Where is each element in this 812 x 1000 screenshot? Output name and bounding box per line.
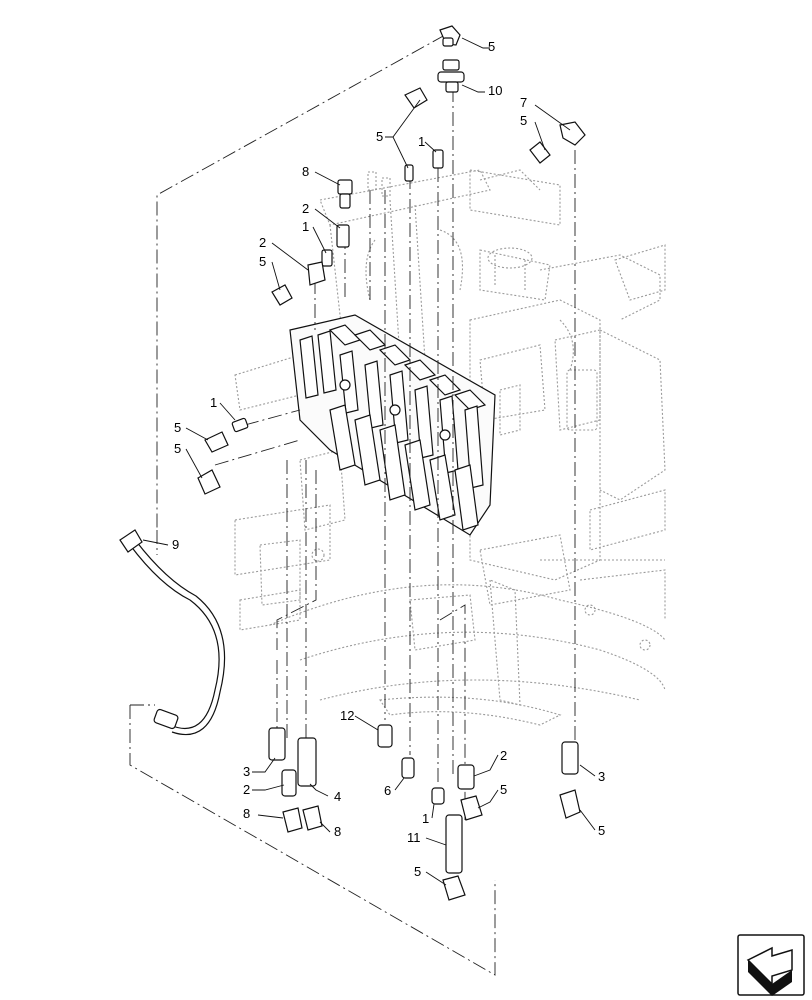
- callout-4: 4: [334, 789, 341, 804]
- check-valve-4: [297, 737, 317, 787]
- callout-8-top: 8: [302, 164, 309, 179]
- ghost-chassis: [234, 169, 666, 726]
- callout-5-mid: 5: [174, 420, 181, 435]
- adapter-fitting-2-upper: [336, 224, 350, 248]
- adapter-2-lower-left: [281, 769, 297, 797]
- elbow-fitting-upper-left: [404, 87, 428, 182]
- elbow-5-low: [197, 469, 221, 495]
- callout-7: 7: [520, 95, 527, 110]
- callout-9: 9: [172, 537, 179, 552]
- connector-1-left: [321, 249, 333, 267]
- elbow-2-left: [307, 261, 326, 286]
- callout-10: 10: [488, 83, 502, 98]
- pipe-11: [445, 814, 463, 874]
- callout-5-upper: 5: [376, 129, 383, 144]
- callout-8-lower-left: 8: [243, 806, 250, 821]
- check-valve-3-right: [561, 741, 579, 775]
- callout-5-top: 5: [488, 39, 495, 54]
- straight-connector: [432, 149, 444, 169]
- callout-8-lower-right: 8: [334, 824, 341, 839]
- callout-2-left: 2: [259, 235, 266, 250]
- connector-1-mid: [231, 417, 249, 433]
- callout-1-mid: 1: [210, 395, 217, 410]
- callout-2-lower-right: 2: [500, 748, 507, 763]
- lower-fittings: [268, 724, 581, 901]
- callout-12: 12: [340, 708, 354, 723]
- leader-lines: [142, 37, 596, 886]
- elbow-fitting-right: [529, 121, 586, 164]
- assembly-lines: [129, 34, 576, 976]
- arrow-nav-icon[interactable]: [737, 934, 805, 996]
- fitting-8-lower-right: [302, 805, 323, 831]
- callout-5-low: 5: [174, 441, 181, 456]
- callout-1-top: 1: [418, 134, 425, 149]
- fitting-8-lower-left: [282, 807, 303, 833]
- control-valve-block: [289, 314, 496, 536]
- elbow-5-lower-mid: [460, 795, 483, 821]
- callout-2-top: 2: [302, 201, 309, 216]
- elbow-5-bottom: [442, 875, 466, 901]
- hydraulic-hose: [119, 529, 226, 736]
- elbow-5-mid: [204, 431, 229, 453]
- callout-2-lower-left: 2: [243, 782, 250, 797]
- tee-fitting: [437, 59, 465, 93]
- connector-6: [401, 757, 415, 779]
- callout-5-right: 5: [520, 113, 527, 128]
- plug-12: [377, 724, 393, 748]
- check-valve-3-left: [268, 727, 286, 761]
- callout-5-bottom: 5: [414, 864, 421, 879]
- connector-1-lower: [431, 787, 445, 805]
- callout-5-lower-mid: 5: [500, 782, 507, 797]
- elbow-5-left: [271, 284, 293, 306]
- callout-3-left: 3: [243, 764, 250, 779]
- callout-3-right: 3: [598, 769, 605, 784]
- callout-1-lower: 1: [422, 811, 429, 826]
- fittings: [197, 25, 586, 495]
- adapter-2-lower-right: [457, 764, 475, 790]
- callout-11: 11: [407, 830, 421, 845]
- callout-5-lower-right: 5: [598, 823, 605, 838]
- callout-1-left: 1: [302, 219, 309, 234]
- adapter-fitting-8-top: [337, 179, 353, 209]
- elbow-5-lower-right: [559, 789, 581, 819]
- callout-5-left: 5: [259, 254, 266, 269]
- callout-labels: 5 10 7 5 5 1 8 2 1 2 5 1 5 5 9 12 3 2 8 …: [172, 39, 605, 879]
- callout-6: 6: [384, 783, 391, 798]
- elbow-fitting-top: [439, 25, 461, 47]
